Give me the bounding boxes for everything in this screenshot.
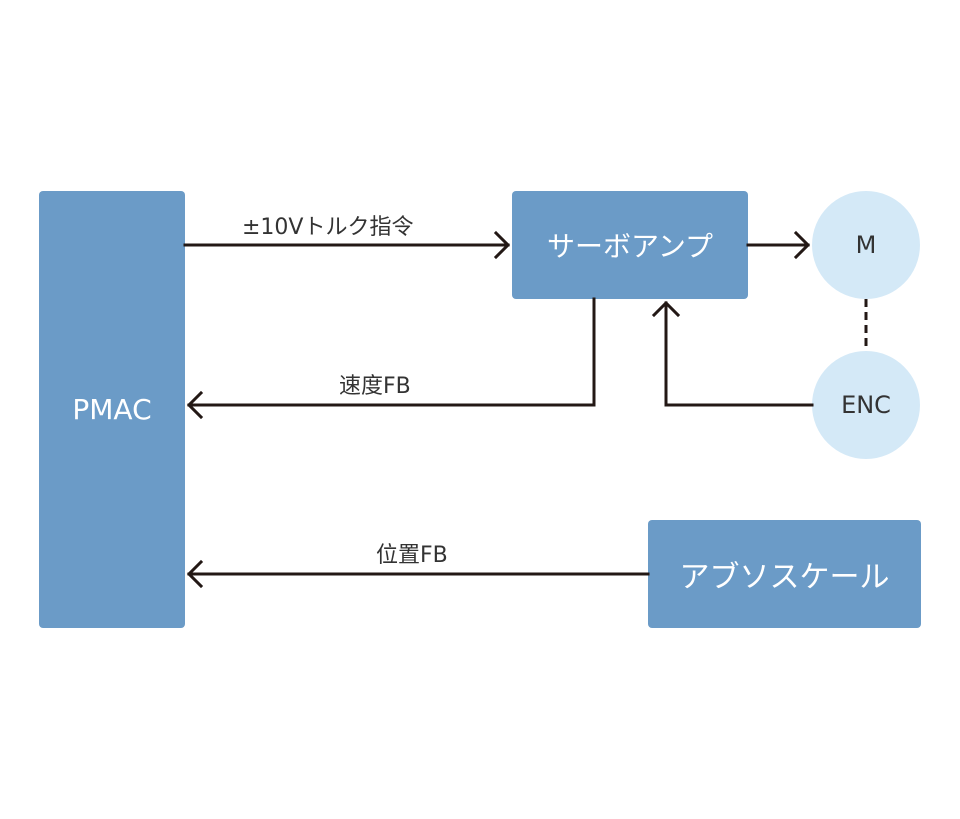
encoder-feedback-line: [664, 301, 814, 407]
speed-fb-label: 速度FB: [339, 374, 411, 399]
motor-circle: M: [812, 191, 920, 299]
pmac-label: PMAC: [72, 393, 152, 426]
pmac-block: PMAC: [39, 191, 185, 628]
speed-fb-line: [187, 297, 596, 407]
servo-amp-block: サーボアンプ: [512, 191, 748, 299]
speed-fb-arrowhead: [186, 390, 204, 420]
encoder-feedback-arrowhead: [651, 300, 681, 318]
absolute-scale-label: アブソスケール: [679, 560, 890, 595]
position-fb-label: 位置FB: [376, 543, 448, 568]
servo-amp-label: サーボアンプ: [546, 230, 714, 263]
encoder-label: ENC: [841, 391, 891, 419]
encoder-circle: ENC: [812, 351, 920, 459]
absolute-scale-block: アブソスケール: [648, 520, 921, 628]
amp-to-motor-arrowhead: [793, 230, 811, 260]
position-fb-arrowhead: [186, 559, 204, 589]
torque-command-label: ±10Vトルク指令: [242, 215, 414, 240]
motor-label: M: [855, 231, 877, 259]
torque-command-arrowhead: [493, 230, 511, 260]
